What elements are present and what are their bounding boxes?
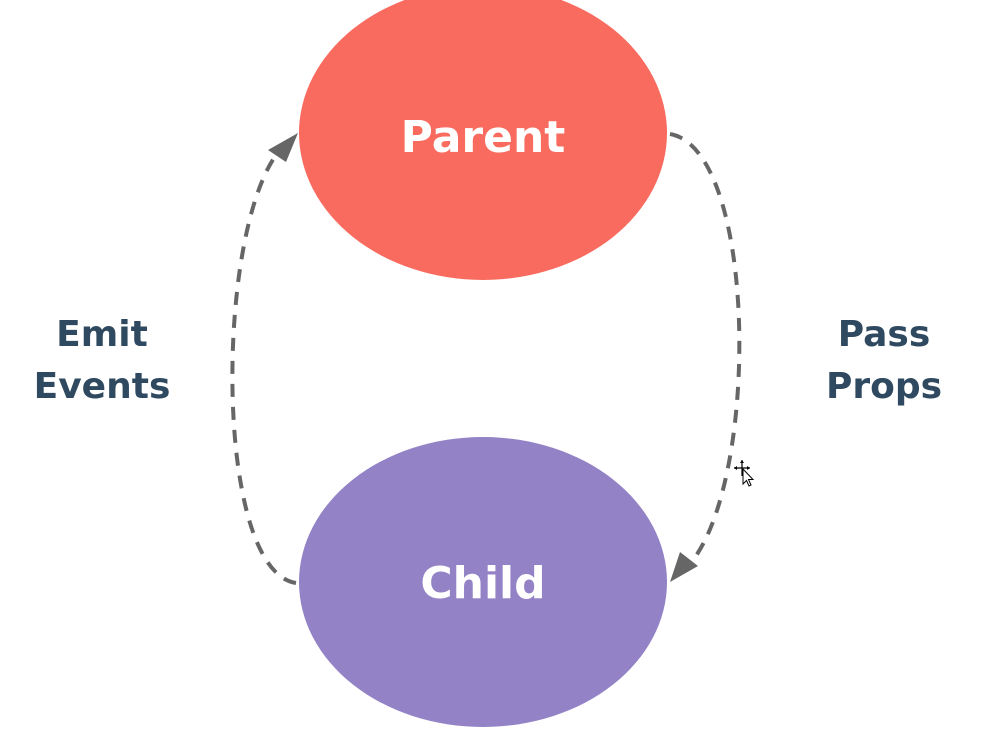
pass-props-arrowhead [670,552,698,582]
parent-node [299,0,667,280]
pass-props-label-line2: Props [826,366,942,407]
pass-props-label-line1: Pass [838,314,931,355]
emit-events-arrowhead [268,133,298,162]
child-node-label: Child [420,558,545,609]
parent-node-label: Parent [401,112,566,163]
pass-props-arrow [669,132,742,572]
emit-events-label-line1: Emit [56,314,148,355]
emit-events-label-line2: Events [34,366,171,407]
emit-events-arrow [230,140,297,585]
move-cursor-icon [734,460,755,487]
child-node [299,437,667,727]
